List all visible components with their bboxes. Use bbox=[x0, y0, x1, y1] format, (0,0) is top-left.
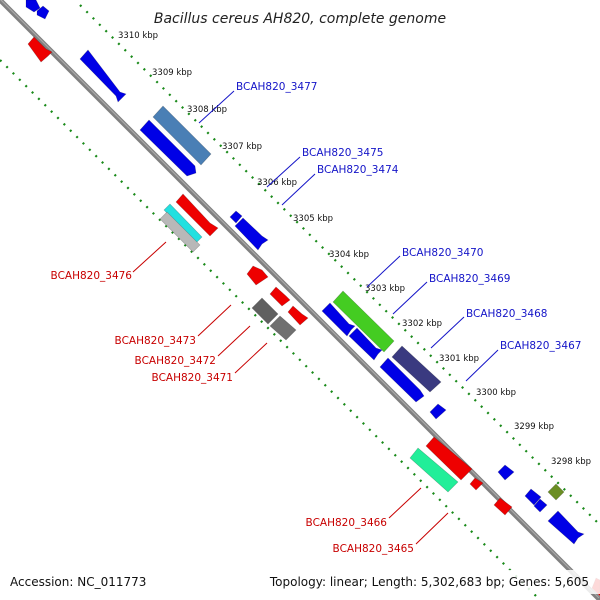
kbp-label: 3305 kbp bbox=[293, 214, 333, 224]
callout-line bbox=[415, 512, 449, 545]
gene-feature[interactable] bbox=[533, 498, 548, 513]
callout-line bbox=[197, 304, 232, 337]
callout-line bbox=[132, 241, 167, 273]
footer-background bbox=[0, 570, 600, 594]
kbp-label: 3307 kbp bbox=[222, 142, 262, 152]
genome-summary-text: Topology: linear; Length: 5,302,683 bp; … bbox=[269, 575, 589, 589]
gene-label-bcah820-3468[interactable]: BCAH820_3468 bbox=[466, 308, 547, 320]
gene-feature[interactable] bbox=[332, 290, 395, 353]
kbp-label: 3298 kbp bbox=[551, 457, 591, 467]
gene-feature[interactable] bbox=[547, 483, 565, 501]
gene-feature[interactable] bbox=[348, 327, 383, 361]
gene-features bbox=[25, 0, 600, 597]
plus-strand-labels: BCAH820_3477 BCAH820_3475 BCAH820_3474 B… bbox=[236, 81, 581, 352]
gene-label-bcah820-3475[interactable]: BCAH820_3475 bbox=[302, 147, 383, 159]
gene-feature[interactable] bbox=[469, 477, 484, 491]
gene-feature[interactable] bbox=[79, 49, 127, 103]
gene-feature[interactable] bbox=[497, 464, 515, 481]
callout-line bbox=[266, 156, 301, 188]
gene-feature[interactable] bbox=[409, 447, 459, 493]
callout-line bbox=[430, 316, 465, 349]
gene-feature[interactable] bbox=[159, 211, 201, 253]
gene-label-bcah820-3470[interactable]: BCAH820_3470 bbox=[402, 247, 483, 259]
accession-text: Accession: NC_011773 bbox=[10, 575, 146, 589]
gene-feature[interactable] bbox=[547, 510, 585, 545]
kbp-label: 3308 kbp bbox=[187, 105, 227, 115]
minus-strand-callouts bbox=[132, 241, 449, 545]
kbp-label: 3309 kbp bbox=[152, 68, 192, 78]
gene-feature[interactable] bbox=[493, 497, 513, 516]
gene-feature[interactable] bbox=[391, 345, 442, 393]
gene-feature[interactable] bbox=[429, 403, 447, 420]
callout-line bbox=[198, 90, 235, 124]
callout-line bbox=[366, 255, 401, 288]
map-title: Bacillus cereus AH820, complete genome bbox=[154, 11, 446, 27]
kbp-label: 3310 kbp bbox=[118, 31, 158, 41]
callout-line bbox=[281, 173, 316, 206]
gene-label-bcah820-3469[interactable]: BCAH820_3469 bbox=[429, 273, 510, 285]
kbp-label: 3300 kbp bbox=[476, 388, 516, 398]
gene-feature[interactable] bbox=[425, 436, 473, 481]
kbp-label: 3303 kbp bbox=[365, 284, 405, 294]
gene-label-bcah820-3465[interactable]: BCAH820_3465 bbox=[333, 543, 414, 555]
gene-feature[interactable] bbox=[139, 119, 197, 177]
kbp-label: 3306 kbp bbox=[257, 178, 297, 188]
gene-feature[interactable] bbox=[269, 286, 291, 307]
minus-strand-labels: BCAH820_3476 BCAH820_3473 BCAH820_3472 B… bbox=[51, 270, 414, 555]
gene-label-bcah820-3471[interactable]: BCAH820_3471 bbox=[152, 372, 233, 384]
upper-tick-rail bbox=[79, 4, 600, 526]
gene-feature[interactable] bbox=[234, 217, 269, 251]
kbp-ruler: 3310 kbp 3309 kbp 3308 kbp 3307 kbp 3306… bbox=[118, 31, 591, 467]
gene-feature[interactable] bbox=[246, 265, 269, 286]
kbp-label: 3304 kbp bbox=[329, 250, 369, 260]
plus-strand-callouts bbox=[198, 90, 499, 382]
gene-label-bcah820-3466[interactable]: BCAH820_3466 bbox=[306, 517, 388, 529]
lower-tick-rail bbox=[0, 59, 541, 600]
callout-line bbox=[388, 487, 422, 519]
kbp-label: 3302 kbp bbox=[402, 319, 442, 329]
kbp-label: 3299 kbp bbox=[514, 422, 554, 432]
gene-feature[interactable] bbox=[36, 5, 50, 20]
kbp-label: 3301 kbp bbox=[439, 354, 479, 364]
gene-feature[interactable] bbox=[229, 210, 243, 224]
gene-label-bcah820-3477[interactable]: BCAH820_3477 bbox=[236, 81, 317, 93]
gene-feature[interactable] bbox=[175, 193, 219, 237]
gene-feature[interactable] bbox=[27, 36, 53, 63]
gene-feature[interactable] bbox=[379, 357, 425, 403]
gene-feature[interactable] bbox=[25, 0, 41, 13]
gene-label-bcah820-3473[interactable]: BCAH820_3473 bbox=[115, 335, 196, 347]
callout-line bbox=[217, 325, 251, 357]
callout-line bbox=[234, 342, 268, 374]
gene-feature[interactable] bbox=[287, 305, 309, 326]
gene-label-bcah820-3474[interactable]: BCAH820_3474 bbox=[317, 164, 399, 176]
gene-label-bcah820-3467[interactable]: BCAH820_3467 bbox=[500, 340, 581, 352]
gene-label-bcah820-3472[interactable]: BCAH820_3472 bbox=[135, 355, 216, 367]
gene-feature[interactable] bbox=[269, 315, 297, 341]
gene-label-bcah820-3476[interactable]: BCAH820_3476 bbox=[51, 270, 133, 282]
callout-line bbox=[465, 349, 499, 382]
gene-feature[interactable] bbox=[524, 488, 542, 506]
gene-feature[interactable] bbox=[251, 297, 279, 325]
callout-line bbox=[392, 281, 428, 315]
gene-feature[interactable] bbox=[152, 105, 212, 166]
gene-feature[interactable] bbox=[321, 302, 356, 337]
